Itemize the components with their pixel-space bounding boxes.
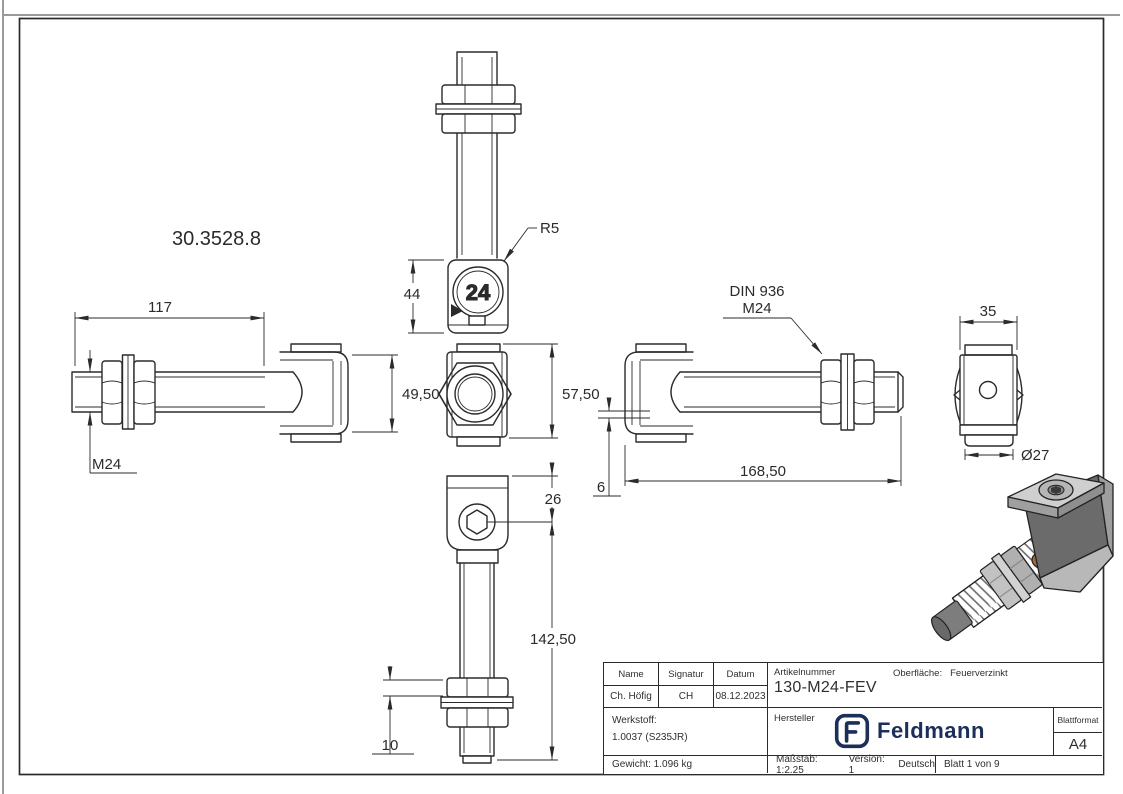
hersteller-label: Hersteller [774,713,815,724]
view-left: M24 117 49,50 [71,299,440,474]
blattformat-label: Blattformat [1054,708,1102,733]
massstab: Maßstab: 1:2.25 [776,753,818,776]
werkstoff-cell: Werkstoff: 1.0037 (S235JR) [604,708,768,756]
value-signatur: CH [659,686,714,708]
drawing-frame [18,17,1105,776]
view-side: 35 Ø27 [953,303,1049,464]
werkstoff-label: Werkstoff: [612,715,657,726]
artikelnummer-value: 130-M24-FEV [774,679,877,696]
view-right: DIN 936 M24 168,50 6 [593,283,904,497]
dim-44: 44 [404,286,421,303]
werkstoff-value: 1.0037 (S235JR) [612,732,688,743]
feldmann-logo-text: Feldmann [877,718,985,743]
dim-26: 26 [545,491,562,508]
dim-10: 10 [382,737,399,754]
dim-142-50: 142,50 [530,631,576,648]
dim-57-50: 57,50 [562,386,600,403]
hersteller-cell: Hersteller Feldmann [768,708,1054,756]
view-front: 57,50 [438,343,600,447]
view-top: 24 44 R5 [399,51,559,334]
title-block: Name Signatur Datum Ch. Höfig CH 08.12.2… [603,662,1104,776]
artikelnummer-label: Artikelnummer [774,667,836,678]
value-name: Ch. Höfig [604,686,659,708]
view-bottom: 26 142,50 10 [372,462,581,764]
dim-6: 6 [597,479,605,496]
gewicht-cell: Gewicht: 1.096 kg [604,756,768,773]
header-name: Name [604,663,659,686]
dim-117: 117 [148,299,172,316]
dim-49-50: 49,50 [402,386,440,403]
sprache: Deutsch [898,759,935,770]
dim-din936: DIN 936 [729,283,784,300]
dim-dia27: Ø27 [1021,447,1049,464]
massstab-cell: Maßstab: 1:2.25 Version: 1 Deutsch [768,753,936,776]
feldmann-logo: Feldmann [834,713,985,749]
header-datum: Datum [714,663,768,686]
dim-din936-m24: M24 [742,300,771,317]
part-number: 30.3528.8 [172,228,261,250]
dim-35: 35 [980,303,997,320]
render-3d-preview [931,473,1114,642]
dim-168-50: 168,50 [740,463,786,480]
badge-24: 24 [466,280,491,305]
value-datum: 08.12.2023 [714,686,768,708]
feldmann-logo-icon [834,713,870,749]
blattformat-value: A4 [1054,733,1102,756]
dim-m24: M24 [92,456,121,473]
header-signatur: Signatur [659,663,714,686]
oberflaeche-value: Feuerverzinkt [950,668,1008,679]
oberflaeche-label: Oberfläche: [893,668,943,679]
oberflaeche: Oberfläche: Feuerverzinkt [893,668,1008,679]
artikelnummer-cell: Artikelnummer 130-M24-FEV Oberfläche: Fe… [768,663,1102,708]
blatt-cell: Blatt 1 von 9 [944,759,1000,770]
dim-r5: R5 [540,220,559,237]
version: Version: 1 [848,753,885,776]
